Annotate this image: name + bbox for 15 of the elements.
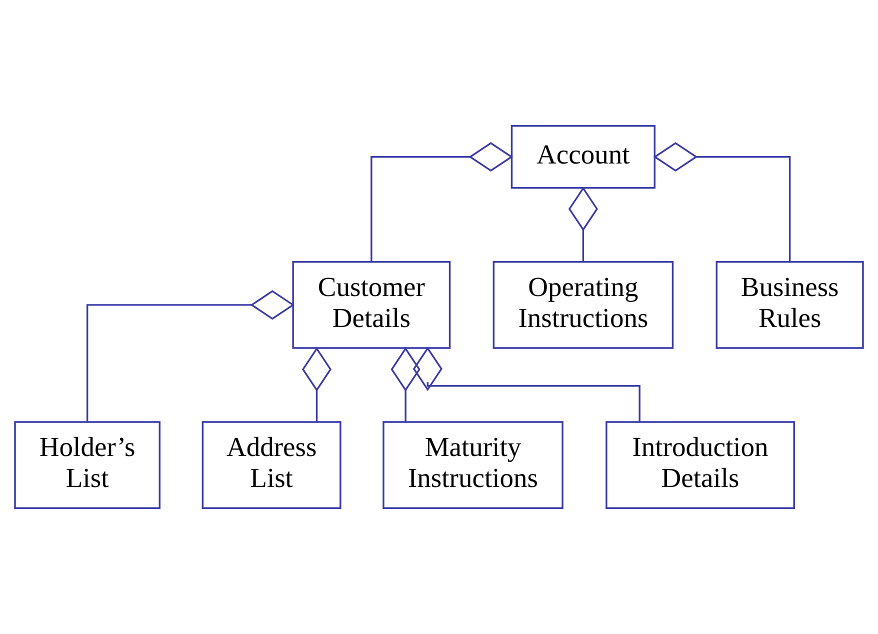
node-box: Introduction Details (606, 421, 795, 509)
connector (568, 186, 598, 262)
node-box: Maturity Instructions (382, 421, 564, 509)
connector (412, 346, 640, 422)
node-box: Account (510, 125, 656, 189)
connector (653, 142, 791, 262)
connector (86, 290, 295, 422)
node-box: Customer Details (292, 261, 451, 349)
connector (302, 347, 332, 422)
node-box: Address List (202, 421, 342, 509)
connector (370, 142, 514, 262)
connector (390, 347, 420, 422)
node-box: Operating Instructions (492, 261, 674, 349)
node-box: Business Rules (716, 261, 864, 349)
node-box: Holder’s List (14, 421, 161, 509)
